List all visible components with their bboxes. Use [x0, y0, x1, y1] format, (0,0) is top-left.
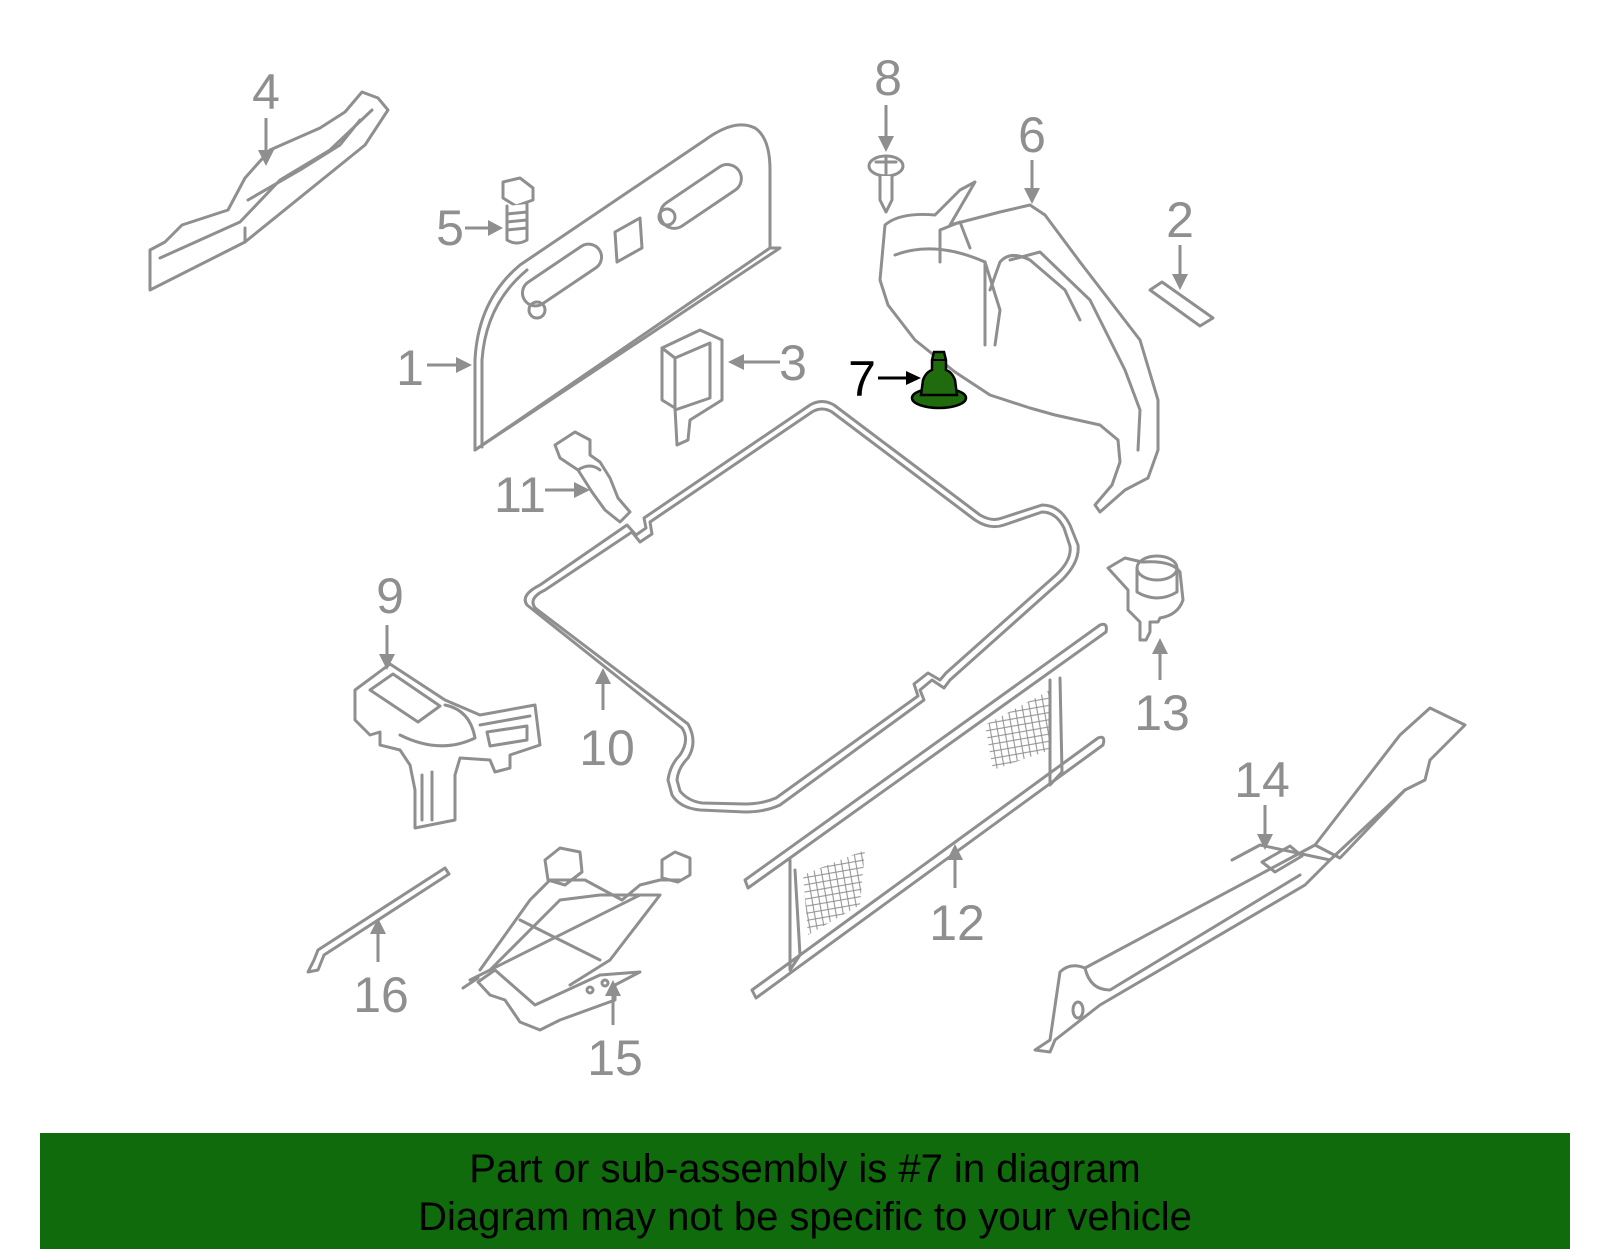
part-8-screw[interactable]: [867, 154, 905, 214]
banner-line-1: Part or sub-assembly is #7 in diagram: [469, 1147, 1141, 1191]
callout-14: 14: [1234, 752, 1290, 808]
callout-12: 12: [929, 895, 985, 951]
part-7-fastener-highlight[interactable]: [910, 350, 968, 410]
part-14-sill-plate[interactable]: [1033, 706, 1467, 1054]
part-2-strip[interactable]: [1148, 280, 1215, 328]
callout-arrow-6: [1024, 160, 1040, 204]
callout-arrow-16: [370, 918, 386, 962]
callout-arrow-4: [258, 118, 274, 166]
callout-arrow-8: [878, 105, 894, 152]
callout-11: 11: [494, 467, 546, 523]
callout-16: 16: [353, 967, 409, 1023]
part-3-clip[interactable]: [660, 328, 724, 447]
part-15-scissor-jack[interactable]: [461, 846, 692, 1032]
callout-arrow-5: [465, 220, 503, 236]
callout-10: 10: [579, 720, 635, 776]
callout-arrow-7: [878, 371, 921, 385]
part-5-bolt[interactable]: [501, 176, 535, 245]
callout-6: 6: [1018, 107, 1046, 163]
part-9-jack-holder[interactable]: [353, 662, 542, 830]
callout-4: 4: [252, 64, 280, 120]
callout-5: 5: [436, 200, 464, 256]
callout-arrow-12: [947, 844, 963, 888]
callout-arrow-2: [1172, 245, 1188, 290]
callout-13: 13: [1134, 685, 1190, 741]
part-16-jack-rod[interactable]: [306, 866, 451, 974]
callout-arrow-14: [1257, 805, 1273, 850]
callout-9: 9: [376, 568, 404, 624]
callout-arrow-15: [605, 980, 621, 1025]
callout-arrow-13: [1152, 638, 1168, 680]
callout-arrow-3: [728, 354, 780, 370]
part-12-cargo-net[interactable]: [743, 622, 1108, 1000]
callout-arrow-1: [427, 357, 472, 373]
part-1-trim-panel[interactable]: [473, 123, 782, 452]
callout-7-highlighted: 7: [848, 351, 876, 407]
banner-line-2: Diagram may not be specific to your vehi…: [418, 1195, 1192, 1239]
callout-1: 1: [396, 340, 424, 396]
part-10-floor-mat[interactable]: [523, 400, 1080, 814]
part-13-bumper[interactable]: [1106, 554, 1185, 642]
part-11-hook[interactable]: [553, 430, 632, 524]
part-4-bracket[interactable]: [148, 90, 390, 292]
callout-arrow-9: [379, 625, 395, 670]
info-banner: Part or sub-assembly is #7 in diagram Di…: [40, 1133, 1570, 1249]
callout-15: 15: [587, 1030, 643, 1086]
callout-arrow-11: [545, 482, 590, 498]
callout-3: 3: [779, 335, 807, 391]
part-6-wheelhouse-trim[interactable]: [878, 180, 1160, 514]
callout-8: 8: [874, 50, 902, 106]
callout-arrow-10: [595, 668, 611, 710]
callout-2: 2: [1166, 192, 1194, 248]
